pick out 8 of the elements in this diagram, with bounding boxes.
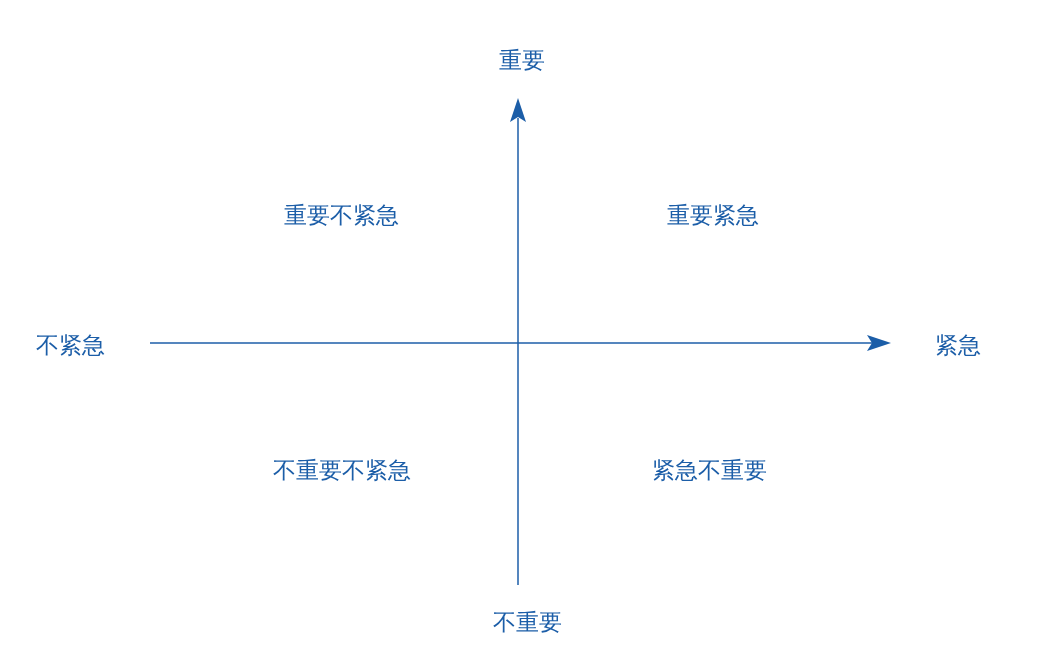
axis-label: 不紧急 (35, 330, 105, 360)
axis-label: 不重要 (492, 607, 562, 637)
quadrant-label: 重要不紧急 (283, 200, 399, 230)
quadrant-label: 不重要不紧急 (273, 455, 411, 485)
axis-label: 紧急 (935, 330, 981, 360)
quadrant-label: 紧急不重要 (651, 455, 767, 485)
quadrant-label: 重要紧急 (667, 200, 759, 230)
axis-label: 重要 (499, 45, 545, 75)
